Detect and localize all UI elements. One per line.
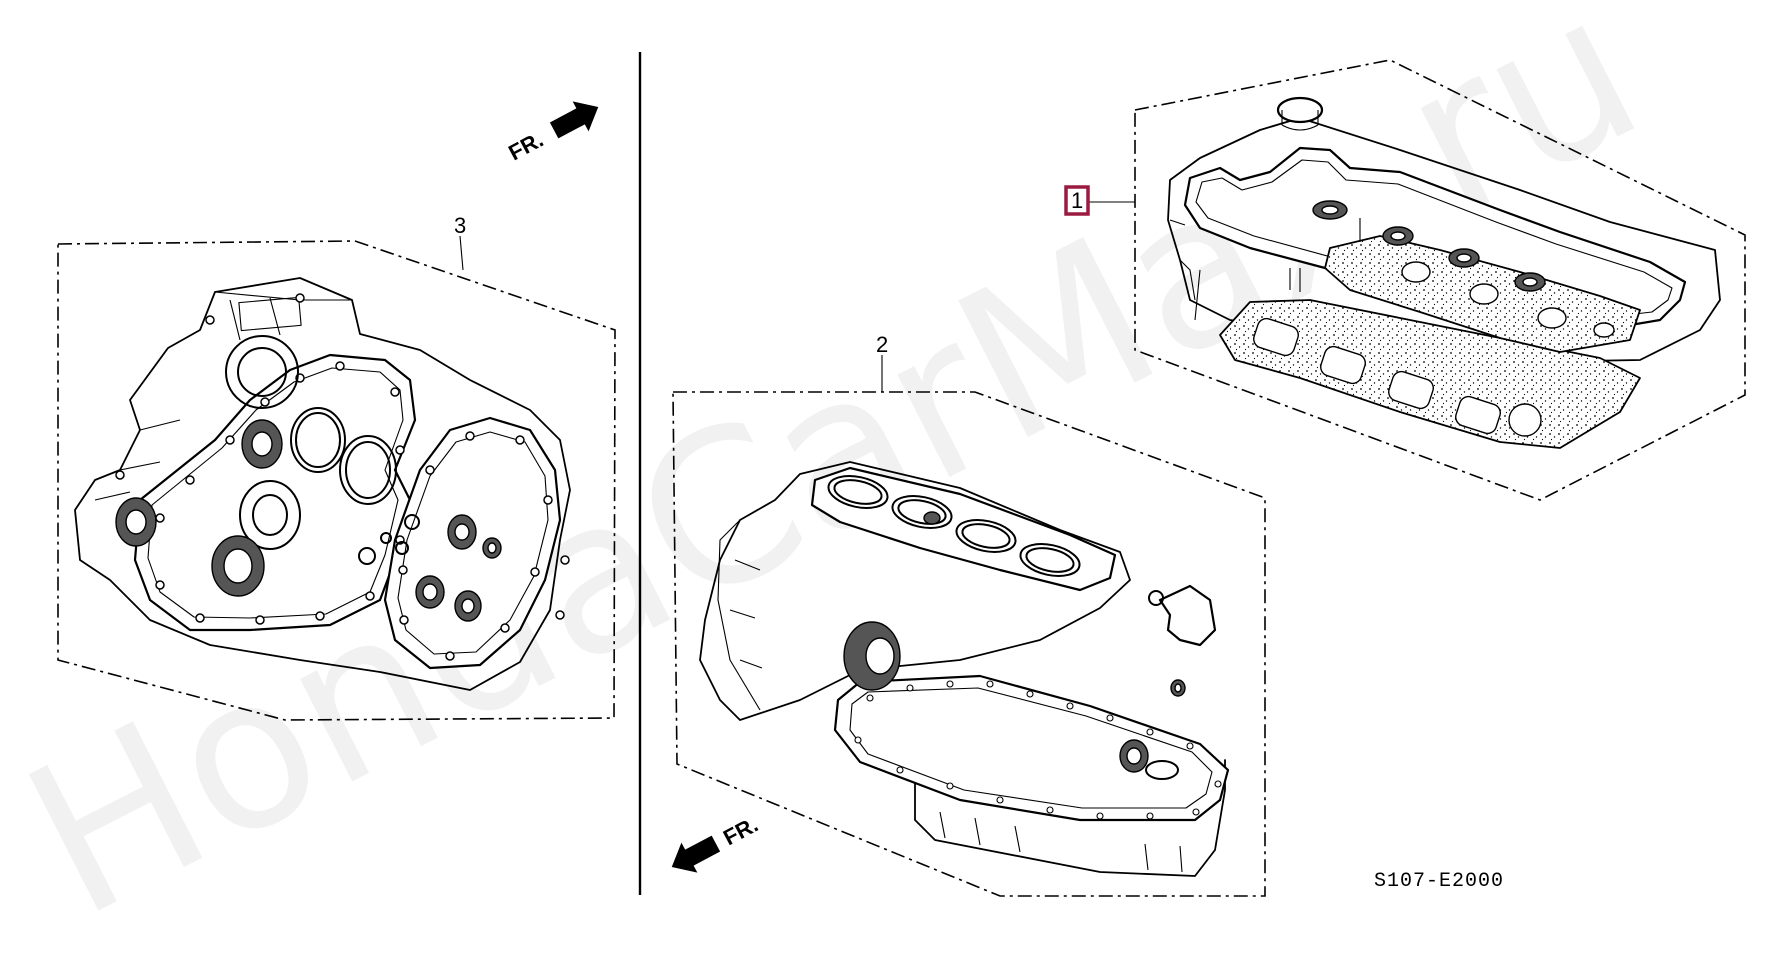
manifold-ports	[1253, 317, 1542, 437]
callout-1-label: 1	[1071, 188, 1083, 213]
direction-label-bottom: FR.	[719, 812, 762, 851]
callout-3-leader	[459, 235, 464, 271]
oil-filler-cap-knurl	[1281, 110, 1319, 131]
transmission-case	[74, 277, 571, 691]
bolt-holes-3	[115, 293, 570, 661]
case-boss	[238, 296, 302, 332]
engine-block	[699, 461, 1131, 721]
cylinder-head-side	[1169, 219, 1201, 321]
water-pump-gasket	[1158, 584, 1217, 647]
callout-1-box	[1064, 185, 1090, 216]
oil-pan	[914, 757, 1226, 877]
oil-pan-gasket-inner	[849, 687, 1213, 809]
kit-2-boundary	[672, 391, 1266, 897]
oil-seal-icon	[115, 419, 502, 622]
valve-cover-gasket-inner	[1195, 159, 1673, 319]
gasket-kit-2: 2	[672, 332, 1266, 897]
gasket-kit-1: 1	[1064, 59, 1746, 501]
intake-seals	[1312, 200, 1546, 292]
kit-3-boundary	[57, 240, 616, 721]
oil-pan-gasket	[833, 674, 1230, 822]
oil-pan-fins	[939, 811, 1183, 873]
drain-seal-inner	[1126, 747, 1142, 765]
callout-3-label: 3	[454, 213, 466, 238]
cover-gasket-inner	[147, 367, 404, 619]
direction-arrow-icon: FR.	[671, 812, 762, 873]
cylinder-bores	[827, 475, 1081, 577]
gasket-kit-3: 3	[57, 213, 616, 721]
callout-2-label: 2	[876, 332, 888, 357]
small-seal-block	[923, 511, 941, 525]
kit-1-boundary	[1134, 59, 1746, 501]
small-seal-b-inner	[1174, 683, 1182, 693]
small-o-ring-a	[1148, 590, 1164, 606]
direction-arrow-icon: FR.	[504, 101, 599, 166]
crank-oil-seal-inner	[865, 637, 895, 675]
cover-gasket	[133, 353, 417, 632]
bore-ring-large	[225, 335, 299, 409]
valve-stem-seals	[1289, 218, 1361, 292]
engine-block-bell	[717, 519, 763, 711]
o-ring-icon	[239, 407, 420, 565]
drain-ring	[1145, 760, 1179, 780]
intake-port-holes	[1401, 261, 1615, 338]
oil-filler-cap	[1276, 96, 1324, 124]
bore-ring-large-inner	[237, 347, 287, 397]
drawing-code: S107-E2000	[1374, 870, 1504, 893]
oil-pan-bolt-holes	[854, 680, 1222, 820]
side-cover-gasket-inner	[397, 431, 549, 655]
direction-label-top: FR.	[504, 127, 547, 166]
